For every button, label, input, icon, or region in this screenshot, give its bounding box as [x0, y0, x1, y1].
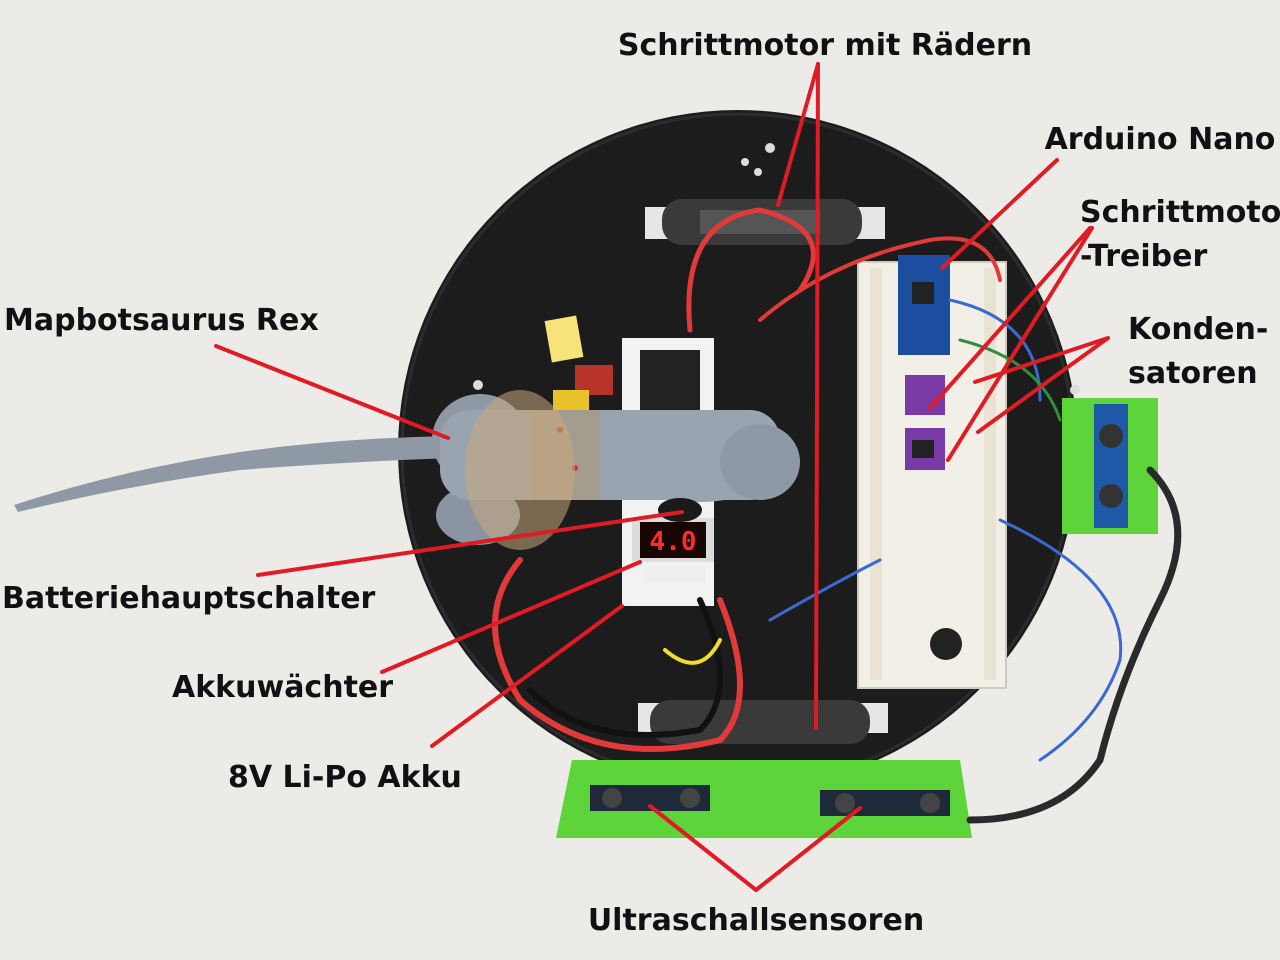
label-capacitor-line2: satoren: [1128, 356, 1258, 391]
stepper-wheel-bottom: [638, 700, 888, 744]
battery-voltage-readout: 4.0: [650, 527, 697, 557]
label-arduino-nano: Arduino Nano: [1045, 122, 1276, 157]
buzzer: [930, 628, 962, 660]
stepper-wheel-top: [645, 199, 885, 245]
label-capacitor-line1: Konden-: [1128, 312, 1268, 347]
annotation-lines: [214, 62, 1110, 892]
arduino-nano: [898, 255, 950, 355]
label-stepper-wheels: Schrittmotor mit Rädern: [618, 28, 1032, 63]
label-battery: 8V Li-Po Akku: [228, 760, 462, 795]
front-sensor-board: [556, 760, 972, 838]
label-driver-line2: -Treiber: [1080, 239, 1207, 274]
label-dino: Mapbotsaurus Rex: [4, 303, 319, 338]
battery-monitor: 4.0: [632, 518, 714, 582]
wires: [492, 207, 1182, 824]
side-sensor-mount: [1062, 398, 1158, 534]
label-driver-line1: Schrittmotor: [1080, 195, 1280, 230]
stepper-driver-1: [905, 375, 945, 415]
label-battery-monitor: Akkuwächter: [172, 670, 393, 705]
label-ultrasonic: Ultraschallsensoren: [588, 903, 924, 938]
label-main-switch: Batteriehauptschalter: [2, 581, 376, 616]
